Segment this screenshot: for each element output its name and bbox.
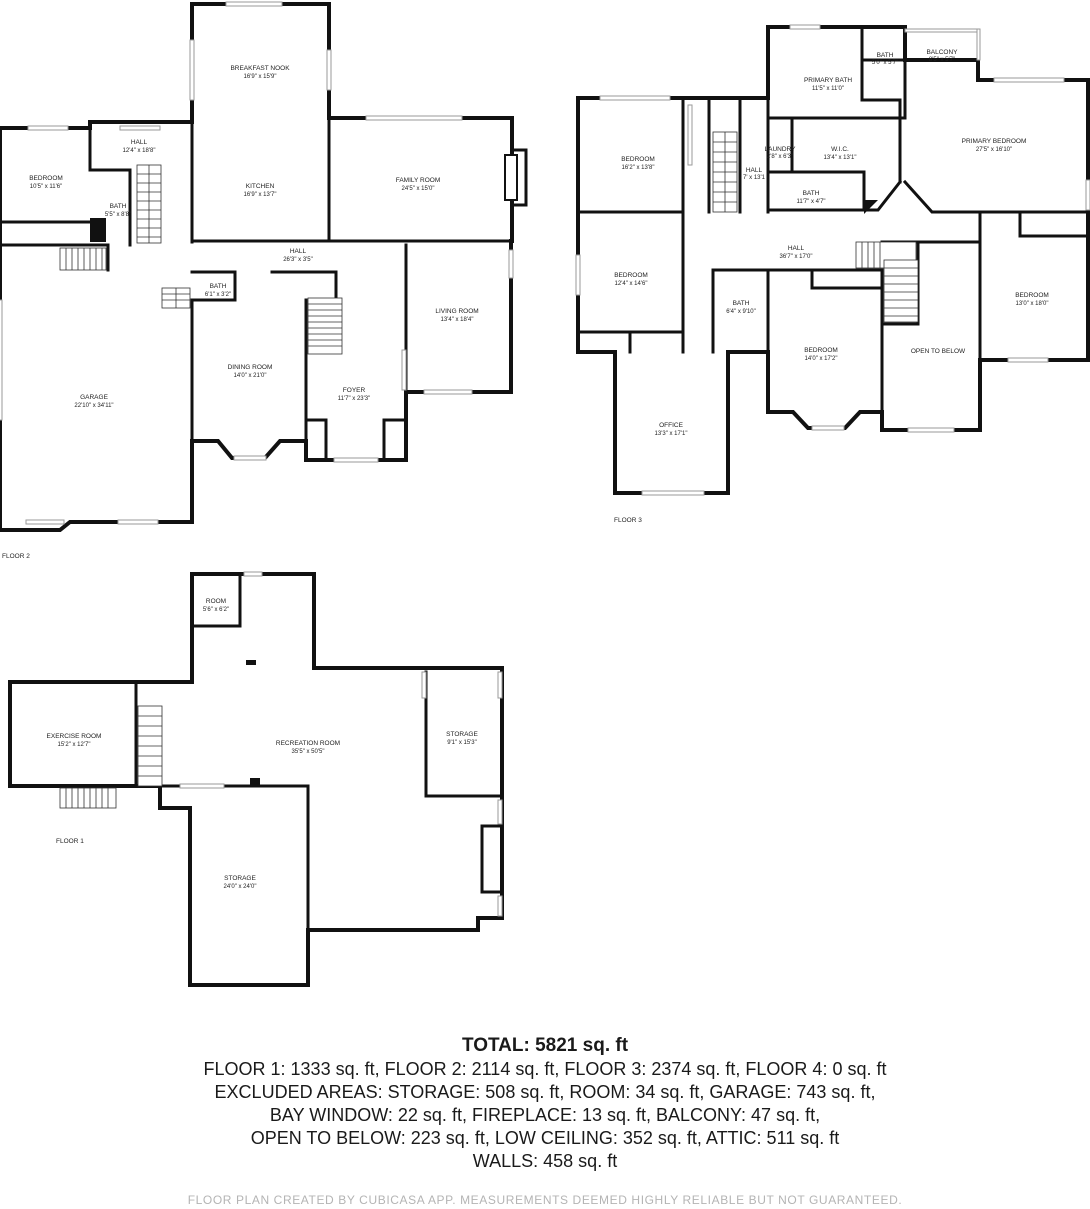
room-dim-office: 13'3" x 17'1" <box>655 431 688 437</box>
room-dim-balcony: 8'5" x 5'7" <box>929 57 955 63</box>
bay-window-areas: BAY WINDOW: 22 sq. ft, FIREPLACE: 13 sq.… <box>269 1105 821 1125</box>
room-name-living-room: LIVING ROOM <box>435 308 478 315</box>
room-name-kitchen: KITCHEN <box>246 183 275 190</box>
room-dim-bath-2: 6'1" x 3'2" <box>205 292 231 298</box>
area-summary: TOTAL: 5821 sq. ft FLOOR 1: 1333 sq. ft,… <box>0 1034 1090 1173</box>
room-dim-bedroom-b: 12'4" x 14'6" <box>615 281 648 287</box>
room-dim-bedroom-d: 13'0" x 18'0" <box>1016 301 1049 307</box>
room-name-hall-2: HALL <box>290 248 307 255</box>
disclaimer-footer: FLOOR PLAN CREATED BY CUBICASA APP. MEAS… <box>187 1193 903 1207</box>
room-dim-room: 5'6" x 6'2" <box>203 607 229 613</box>
room-name-bedroom-c: BEDROOM <box>804 347 838 354</box>
room-dim-recreation-room: 35'5" x 50'5" <box>292 749 325 755</box>
room-dim-living-room: 13'4" x 18'4" <box>441 317 474 323</box>
floor-2-label: FLOOR 2 <box>2 553 30 560</box>
room-labels: BEDROOM 10'5" x 11'6" HALL 12'4" x 18'8"… <box>2 49 1049 890</box>
room-dim-dining-room: 14'0" x 21'0" <box>234 373 267 379</box>
room-dim-primary-bedroom: 27'5" x 16'10" <box>976 147 1012 153</box>
floor-3-label: FLOOR 3 <box>614 517 642 524</box>
room-dim-bedroom-c: 14'0" x 17'2" <box>805 356 838 362</box>
room-dim-laundry: 2'8" x 6'3" <box>767 154 793 160</box>
room-dim-hall: 12'4" x 18'8" <box>123 148 156 154</box>
room-name-bath-low: BATH <box>733 300 750 307</box>
room-dim-bedroom-a: 16'2" x 13'8" <box>622 165 655 171</box>
room-name-room: ROOM <box>206 598 226 605</box>
room-name-bath-2: BATH <box>210 283 227 290</box>
room-dim-storage-b: 24'0" x 24'0" <box>224 884 257 890</box>
room-name-bath: BATH <box>110 203 127 210</box>
room-name-wic: W.I.C. <box>831 146 849 153</box>
total-area: TOTAL: 5821 sq. ft <box>461 1035 629 1056</box>
room-name-bedroom-d: BEDROOM <box>1015 292 1049 299</box>
room-name-bedroom: BEDROOM <box>29 175 63 182</box>
floor-1-plan <box>8 571 504 987</box>
room-dim-wic: 13'4" x 13'1" <box>824 155 857 161</box>
room-dim-hall-2: 26'3" x 3'5" <box>283 257 313 263</box>
room-dim-bath-mid: 11'7" x 4'7" <box>796 199 825 205</box>
room-dim-bath-top: 5'0" x 5'7" <box>872 60 898 66</box>
room-name-primary-bath: PRIMARY BATH <box>804 77 852 84</box>
room-name-office: OFFICE <box>659 422 683 429</box>
room-dim-bath-low: 6'4" x 9'10" <box>726 309 756 315</box>
room-name-bath-top: BATH <box>877 52 894 59</box>
room-name-dining-room: DINING ROOM <box>228 364 273 371</box>
room-dim-garage: 22'10" x 34'11" <box>74 403 113 409</box>
floor-1-label: FLOOR 1 <box>56 838 84 845</box>
room-name-family-room: FAMILY ROOM <box>396 177 441 184</box>
room-dim-family-room: 24'5" x 15'0" <box>402 186 435 192</box>
room-name-recreation-room: RECREATION ROOM <box>276 740 340 747</box>
floor-areas: FLOOR 1: 1333 sq. ft, FLOOR 2: 2114 sq. … <box>203 1059 887 1079</box>
room-dim-hall-main: 36'7" x 17'0" <box>780 254 813 260</box>
room-dim-primary-bath: 11'5" x 11'0" <box>812 86 844 92</box>
floor-3-plan <box>575 24 1090 496</box>
room-dim-kitchen: 16'9" x 13'7" <box>244 192 277 198</box>
room-dim-hall-small: 7' x 13'1 <box>743 175 766 181</box>
room-name-exercise-room: EXERCISE ROOM <box>47 733 102 740</box>
room-dim-foyer: 11'7" x 23'3" <box>338 396 370 402</box>
room-dim-storage-a: 9'1" x 15'3" <box>447 740 477 746</box>
room-name-primary-bedroom: PRIMARY BEDROOM <box>962 138 1027 145</box>
room-dim-exercise-room: 15'2" x 12'7" <box>58 742 91 748</box>
floor-2-plan <box>0 1 528 532</box>
room-name-laundry: LAUNDRY <box>765 146 797 153</box>
excluded-areas: EXCLUDED AREAS: STORAGE: 508 sq. ft, ROO… <box>214 1082 876 1102</box>
room-name-breakfast-nook: BREAKFAST NOOK <box>230 65 290 72</box>
open-to-below-areas: OPEN TO BELOW: 223 sq. ft, LOW CEILING: … <box>250 1128 840 1148</box>
room-name-hall-small: HALL <box>746 167 763 174</box>
room-name-open-to-below: OPEN TO BELOW <box>911 348 966 355</box>
walls-area: WALLS: 458 sq. ft <box>472 1151 618 1171</box>
room-dim-breakfast-nook: 16'9" x 15'9" <box>244 74 277 80</box>
room-name-storage-a: STORAGE <box>446 731 478 738</box>
room-name-hall-main: HALL <box>788 245 805 252</box>
room-name-bedroom-b: BEDROOM <box>614 272 648 279</box>
room-name-storage-b: STORAGE <box>224 875 256 882</box>
room-name-balcony: BALCONY <box>926 49 958 56</box>
room-name-bedroom-a: BEDROOM <box>621 156 655 163</box>
room-name-foyer: FOYER <box>343 387 366 394</box>
room-name-bath-mid: BATH <box>803 190 820 197</box>
room-dim-bath: 5'5" x 8'8" <box>105 212 131 218</box>
room-dim-bedroom: 10'5" x 11'6" <box>30 184 62 190</box>
room-name-hall: HALL <box>131 139 148 146</box>
room-name-garage: GARAGE <box>80 394 108 401</box>
